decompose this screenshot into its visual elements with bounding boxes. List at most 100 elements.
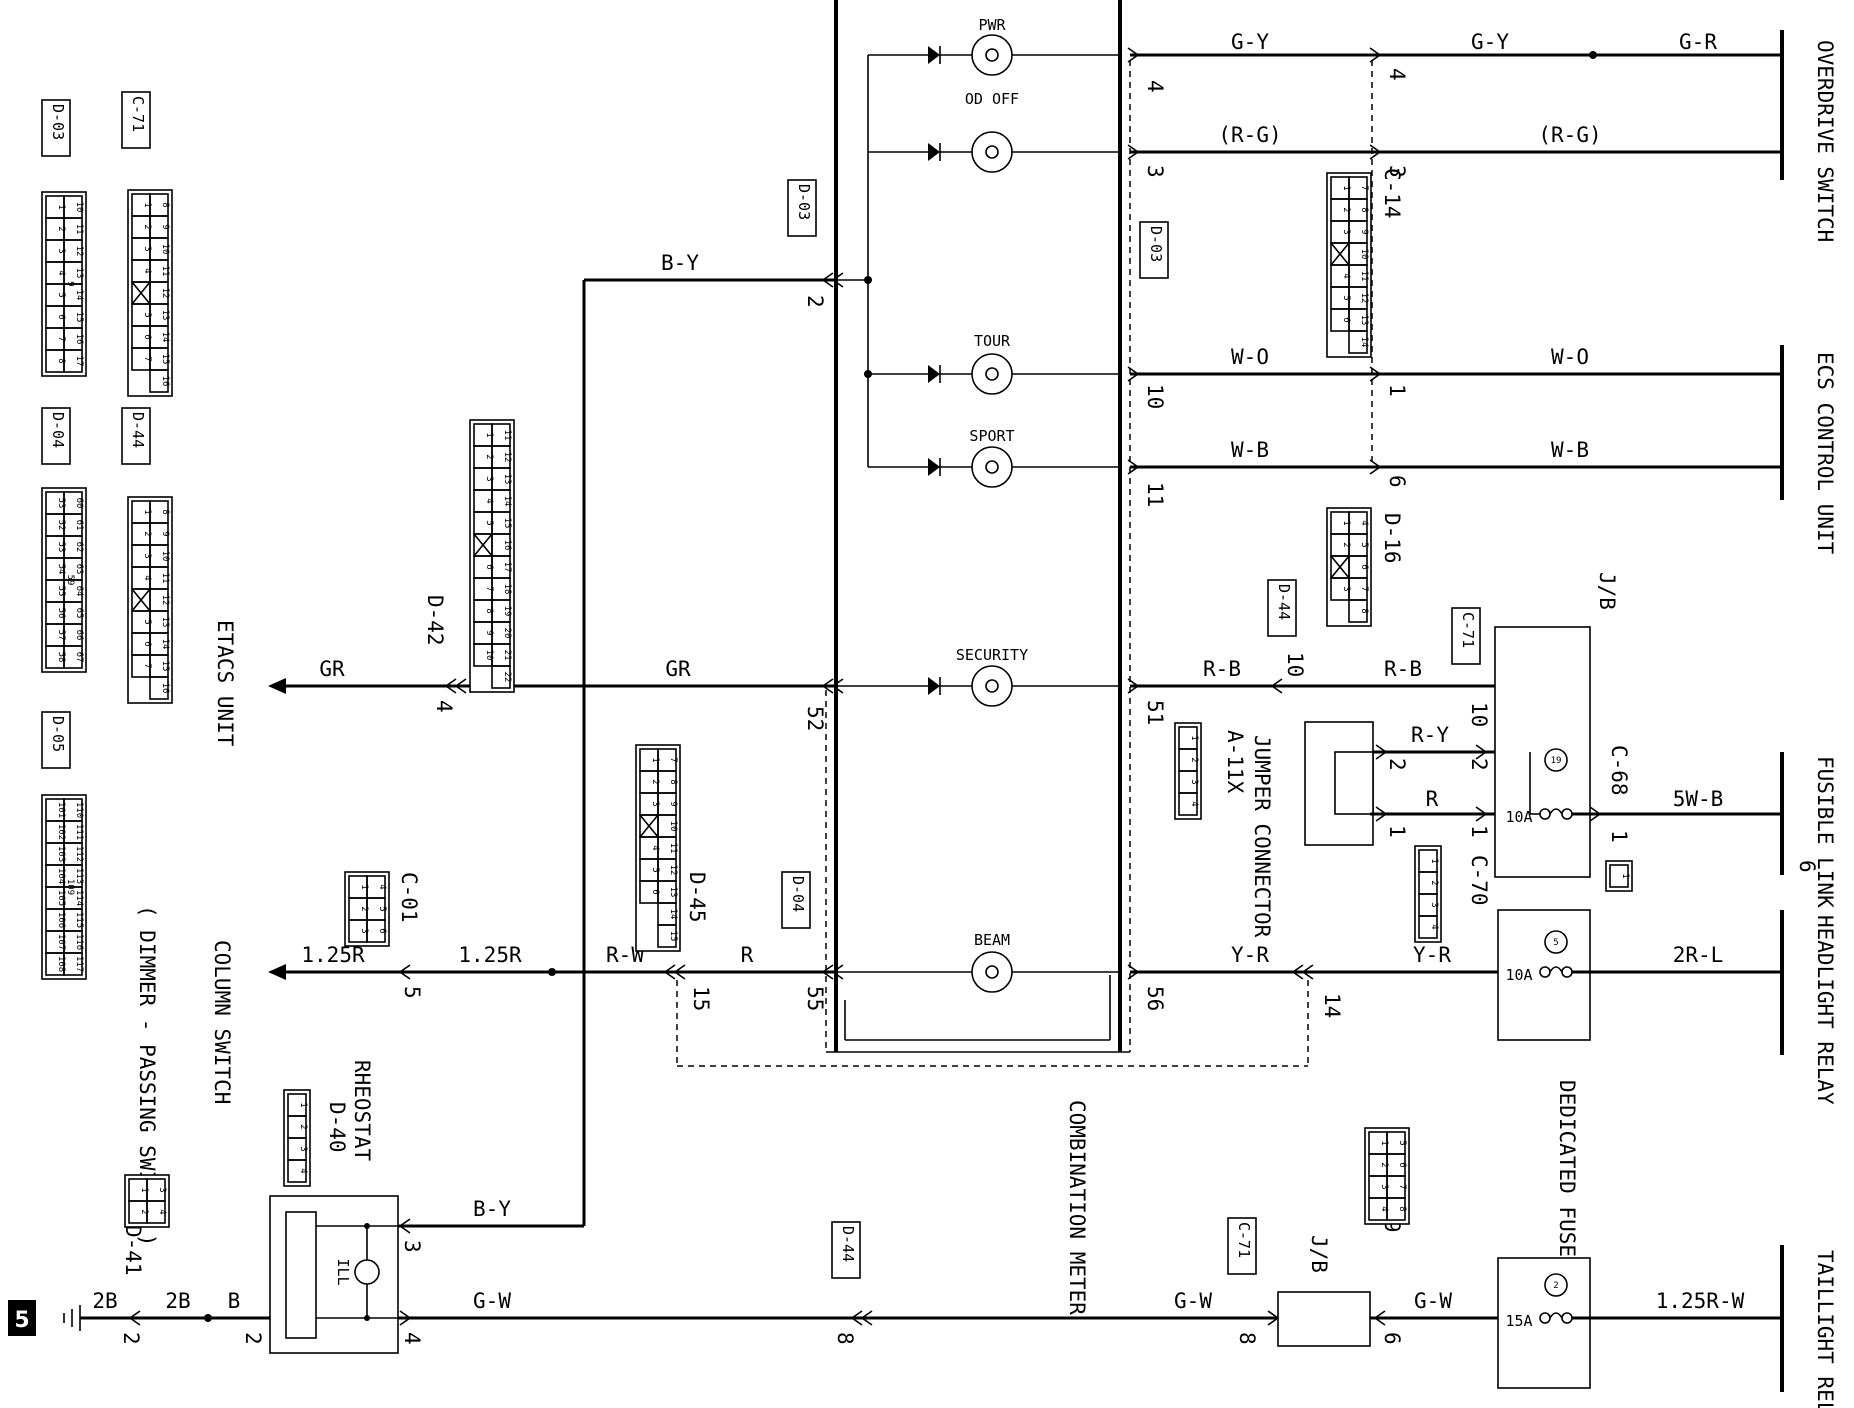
face-c69-pin: 1 [1379,1140,1389,1145]
face-d04-pin: 58 [56,652,66,663]
label-headlight-relay: HEADLIGHT RELAY [1813,915,1837,1105]
face-c71-pin: 10 [160,244,170,255]
wire-column-switch [268,964,844,980]
face-d44-pin: 14 [160,639,170,650]
face-d40-pin: 3 [298,1146,308,1151]
face-c69-pin: 3 [1379,1184,1389,1189]
face-c69-pin: 6 [1397,1162,1407,1167]
face-d03-pin: 8 [56,358,66,363]
pin-d44-10: 10 [1283,652,1307,677]
face-d41-pin: 2 [139,1209,149,1214]
face-d42-pin: 2 [484,454,494,459]
face-d05-pin: 106 [56,912,66,928]
tag-d04-b: D-04 [781,871,811,929]
face-c70-pin: 2 [1429,880,1439,885]
face-d41-cell [146,1200,166,1224]
face-c14-pin: 5 [1341,295,1351,300]
face-d03-pin: 11 [74,224,84,235]
face-d45-pin: 15 [668,931,678,942]
face-d03-pin: 6 [56,314,66,319]
face-d42-pin: 10 [484,650,494,661]
fuse-5-rating: 10A [1505,966,1532,984]
face-c01-pin: 3 [359,928,369,933]
wire-label-2rl: 2R-L [1673,943,1724,967]
label-d45: D-45 [685,872,709,923]
face-c71-pin: 1 [142,202,152,207]
indicator-security: SECURITY [836,646,1120,707]
wire-b-y [398,272,844,1234]
pin-meter-51: 51 [1143,700,1167,725]
face-c71-pin: 13 [160,310,170,321]
face-d45-pin: 1 [650,757,660,762]
pin-jb-10: 10 [1467,702,1491,727]
face-d40-cell [287,1159,307,1183]
face-d45-pin: 14 [668,909,678,920]
face-c14-pin: 3 [1341,229,1351,234]
label-taillight-relay: TAILLIGHT RELAY [1813,1250,1837,1408]
face-d45-pin: 13 [668,887,678,898]
face-d41-pin: 3 [157,1187,167,1192]
face-c01-cell [366,919,386,943]
label-d42: D-42 [423,595,447,646]
face-d16-blank-pin [1330,555,1350,579]
indicator-pwr: PWR [928,16,1120,76]
label-d16: D-16 [1380,513,1404,564]
wire-label-wo-1: W-O [1231,345,1269,369]
face-d44-pin: 7 [142,663,152,668]
label-c14: C-14 [1380,168,1404,219]
tag-c71-a: C-71 [121,91,151,149]
wire-label-b: B [228,1289,241,1313]
pin-meter-11: 11 [1143,482,1167,507]
label-combination-meter: COMBINATION METER [1065,1100,1089,1315]
face-c01-pin: 4 [377,884,387,889]
face-d42-pin: 9 [484,630,494,635]
face-d44-pin: 1 [142,509,152,514]
wire-labels: G-Y G-Y G-R (R-G) (R-G) W-O W-O W-B W-B … [92,30,1744,1313]
face-d16-pin: 4 [1359,520,1369,525]
indicator-beam: BEAM [836,931,1120,993]
wire-label-125r-1: 1.25R [301,943,365,967]
face-c71-pin: 12 [160,288,170,299]
pin-jb-8: 8 [1235,1332,1259,1345]
face-c69-pin: 7 [1397,1184,1407,1189]
face-d42-pin: 6 [484,564,494,569]
rheostat: ILL [269,1195,399,1354]
svg-text:D-04: D-04 [789,876,807,912]
label-dedicated-fuse: DEDICATED FUSE [1555,1080,1579,1257]
pin-meter-56: 56 [1143,986,1167,1011]
pin-d44-8: 8 [833,1332,857,1345]
face-d42-pin: 14 [502,496,512,507]
face-d42-pin: 20 [502,628,512,639]
pin-meter-52: 52 [803,706,827,731]
face-d03-pin: 4 [56,270,66,275]
face-c71-pin: 7 [142,356,152,361]
wire-label-rg-1: (R-G) [1218,123,1281,147]
label-c70: C-70 [1467,855,1491,906]
tag-d03-b: D-03 [787,179,817,237]
ground-symbol: 5 [8,1300,81,1336]
face-c14-pin: 4 [1341,273,1351,278]
wire-label-gw-1: G-W [473,1289,511,1313]
face-d45-pin: 7 [668,757,678,762]
face-d05-cell [63,952,83,976]
tag-d44-a: D-44 [121,407,151,465]
face-a11x-pin: 3 [1189,779,1199,784]
face-d03-pin: 13 [74,268,84,279]
connector-tags: D-03 C-71 D-04 D-44 D-05 D-03 D-03 D-44 … [41,91,1481,1279]
wire-label-gy-2: G-Y [1471,30,1509,54]
pin-meter-10: 10 [1143,384,1167,409]
face-d16-pin: 1 [1341,520,1351,525]
face-d44-pin: 16 [160,683,170,694]
face-d45-blank-pin [639,814,659,838]
label-jb-lower: J/B [1307,1235,1331,1273]
wire-label-2b-1: 2B [92,1289,117,1313]
indicator-tour-label: TOUR [974,332,1011,350]
face-d04-pin: 57 [56,630,66,641]
face-d05-pin: 101 [56,802,66,818]
face-a11x-pin: 2 [1189,757,1199,762]
face-d44-pin: 13 [160,617,170,628]
face-c70-cell [1418,915,1438,939]
